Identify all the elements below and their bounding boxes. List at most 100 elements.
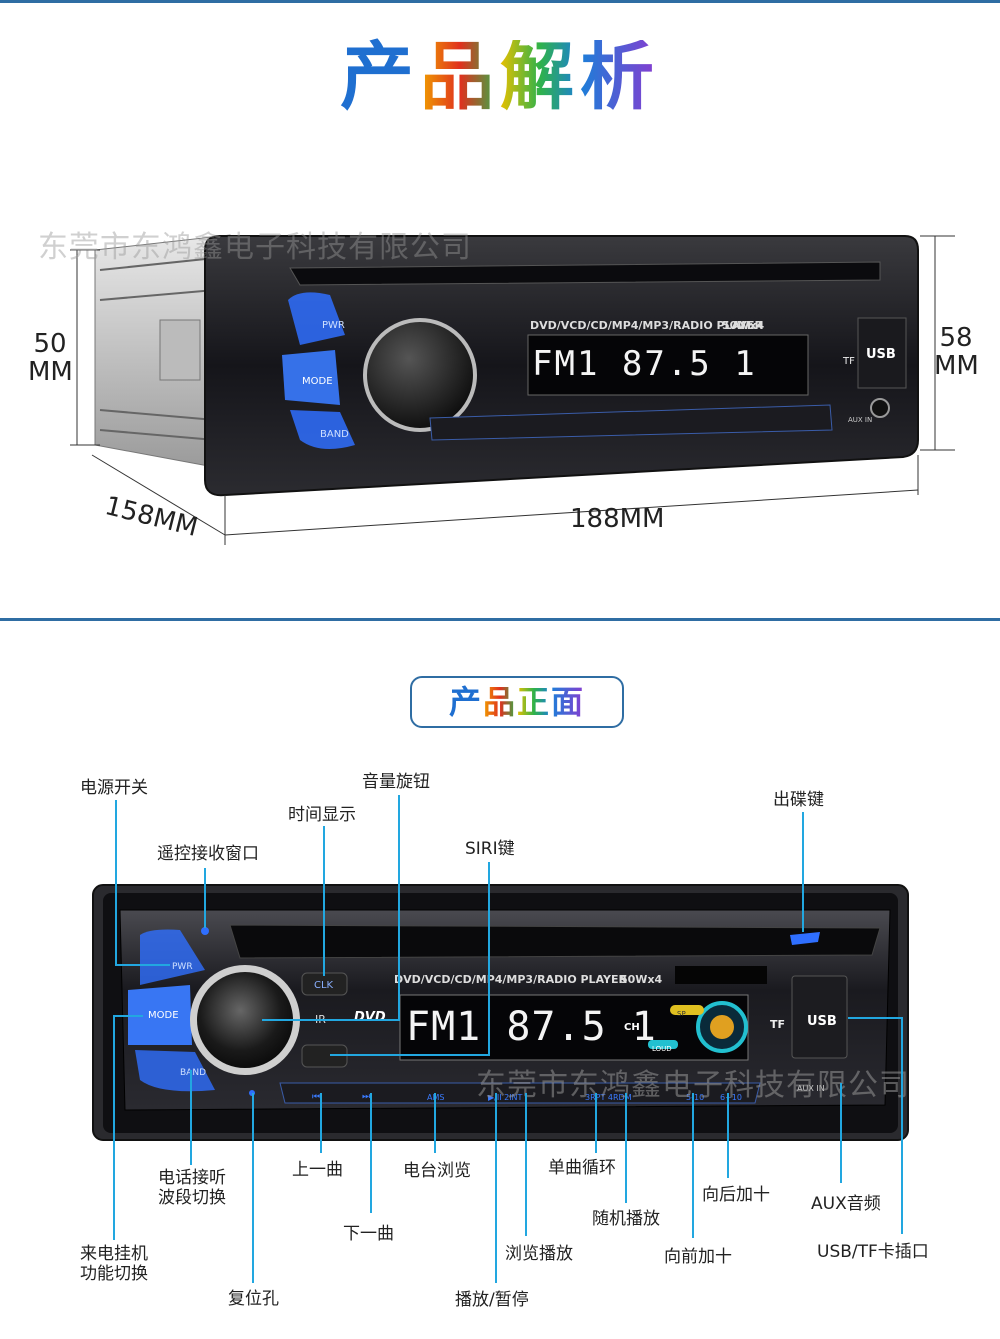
label-power-switch: 电源开关 xyxy=(80,778,148,798)
lcd-display-2: FM1 87.5 1 xyxy=(406,1004,657,1050)
model-text-2: DVD/VCD/CD/MP4/MP3/RADIO PLAYER xyxy=(394,973,627,986)
metal-cage xyxy=(94,234,231,471)
leader-power xyxy=(115,800,117,965)
badge-char-3: 正 xyxy=(517,683,552,721)
height-right-number: 58 xyxy=(939,323,973,353)
leader-eject xyxy=(802,812,804,932)
label-remote-window: 遥控接收窗口 xyxy=(157,844,259,864)
leader-next xyxy=(370,1093,372,1213)
label-reset-hole: 复位孔 xyxy=(228,1289,279,1309)
leader-usb-h xyxy=(848,1017,903,1019)
height-left-unit: MM xyxy=(28,357,73,387)
label-forward-ten: 向前加十 xyxy=(664,1247,732,1267)
leader-call-h xyxy=(113,1015,143,1017)
leader-band xyxy=(190,1070,192,1165)
leader-plus10 xyxy=(727,1093,729,1178)
label-play-pause: 播放/暂停 xyxy=(455,1290,529,1310)
leader-siri-h xyxy=(330,1054,490,1056)
label-function-switch: 功能切换 xyxy=(80,1264,148,1284)
leader-reset xyxy=(252,1093,254,1283)
tf-label-1: TF xyxy=(843,356,855,367)
badge-char-1: 产 xyxy=(448,683,483,721)
siri-button-front xyxy=(301,1044,348,1068)
ir-sensor-dot xyxy=(201,927,209,935)
height-right-unit: MM xyxy=(934,351,979,381)
leader-remote xyxy=(204,868,206,928)
label-browse-play: 浏览播放 xyxy=(505,1244,573,1264)
badge-char-4: 面 xyxy=(551,683,586,721)
title-char-1: 产 xyxy=(340,34,420,120)
label-aux-audio: AUX音频 xyxy=(811,1194,881,1214)
mode-label-2: MODE xyxy=(148,1010,179,1021)
aux-label-1: AUX IN xyxy=(848,416,873,424)
key-plus-ten: 6+10 xyxy=(720,1093,742,1102)
bottom-key-row xyxy=(279,1082,761,1104)
lcd-display-1: FM1 87.5 1 xyxy=(532,344,757,384)
prev-key-glyph: ⏮ xyxy=(312,1092,321,1102)
label-random-play: 随机播放 xyxy=(592,1209,660,1229)
label-prev-track: 上一曲 xyxy=(292,1160,343,1180)
dimension-lines xyxy=(70,235,955,545)
clk-label-2: CLK xyxy=(314,980,334,991)
leader-minus10 xyxy=(692,1093,694,1238)
band-label-1: BAND xyxy=(320,429,349,440)
volume-knob-shape xyxy=(363,318,477,432)
pwr-button-shape xyxy=(288,292,345,345)
band-button-shape xyxy=(290,410,355,449)
leader-siri xyxy=(488,862,490,1055)
label-station-browse: 电台浏览 xyxy=(403,1161,471,1181)
section-divider xyxy=(0,618,1000,621)
usb-label-1: USB xyxy=(866,347,896,362)
lcd-panel xyxy=(527,334,809,396)
title-char-2: 品 xyxy=(420,34,500,120)
pwr-label-1: PWR xyxy=(322,320,345,331)
leader-call xyxy=(113,1016,115,1240)
label-next-track: 下一曲 xyxy=(343,1224,394,1244)
label-usb-tf-slot: USB/TF卡插口 xyxy=(817,1242,929,1262)
leader-aux xyxy=(840,1083,842,1183)
label-siri-key: SIRI键 xyxy=(465,839,515,859)
dvd-logo: DVD xyxy=(354,1010,386,1025)
label-time-display: 时间显示 xyxy=(288,805,356,825)
leader-usb xyxy=(901,1018,903,1234)
power-text-1: 50Wx4 xyxy=(722,319,765,332)
next-key-glyph: ⏭ xyxy=(362,1092,371,1102)
mode-label-1: MODE xyxy=(302,376,333,387)
label-phone-answer: 电话接听 xyxy=(158,1168,226,1188)
label-back-ten: 向后加十 xyxy=(702,1185,770,1205)
tf-label-2: TF xyxy=(770,1018,786,1031)
badge-char-2: 品 xyxy=(482,683,517,721)
leader-play xyxy=(495,1093,497,1283)
height-right-label: 58 MM xyxy=(934,323,979,381)
device-dimension-illustration xyxy=(70,234,955,545)
pwr-label-2: PWR xyxy=(172,962,193,972)
leader-volume-h xyxy=(262,1019,400,1021)
usb-panel xyxy=(791,975,848,1059)
aux-label-2: AUX IN xyxy=(797,1084,825,1093)
usb-label-2: USB xyxy=(807,1014,837,1029)
width-label: 188MM xyxy=(570,504,665,534)
title-char-4: 析 xyxy=(580,34,660,120)
band-label-2: BAND xyxy=(180,1068,206,1078)
leader-time xyxy=(323,826,325,976)
model-text-1: DVD/VCD/CD/MP4/MP3/RADIO PLAYER xyxy=(530,319,763,332)
watermark-top: 东莞市东鸿鑫电子科技有限公司 xyxy=(38,230,472,265)
band-button-front xyxy=(135,1050,215,1092)
section-badge-front: 产品正面 xyxy=(410,676,624,728)
loud-label: LOUD xyxy=(652,1045,672,1053)
mode-button-shape xyxy=(282,350,340,405)
label-single-repeat: 单曲循环 xyxy=(548,1158,616,1178)
leader-int xyxy=(525,1093,527,1236)
height-left-number: 50 xyxy=(33,329,67,359)
label-eject-key: 出碟键 xyxy=(773,790,824,810)
eject-button-front xyxy=(790,932,820,945)
sp-label: SP xyxy=(677,1010,686,1018)
power-text-2: 50Wx4 xyxy=(620,973,663,986)
label-band-switch: 波段切换 xyxy=(158,1188,226,1208)
key-play-int: ▶/II 2INT xyxy=(488,1093,523,1102)
leader-prev xyxy=(320,1093,322,1153)
label-volume-knob: 音量旋钮 xyxy=(362,772,430,792)
key-minus-ten: 5-10 xyxy=(686,1093,705,1102)
pwr-button-front xyxy=(140,929,205,985)
